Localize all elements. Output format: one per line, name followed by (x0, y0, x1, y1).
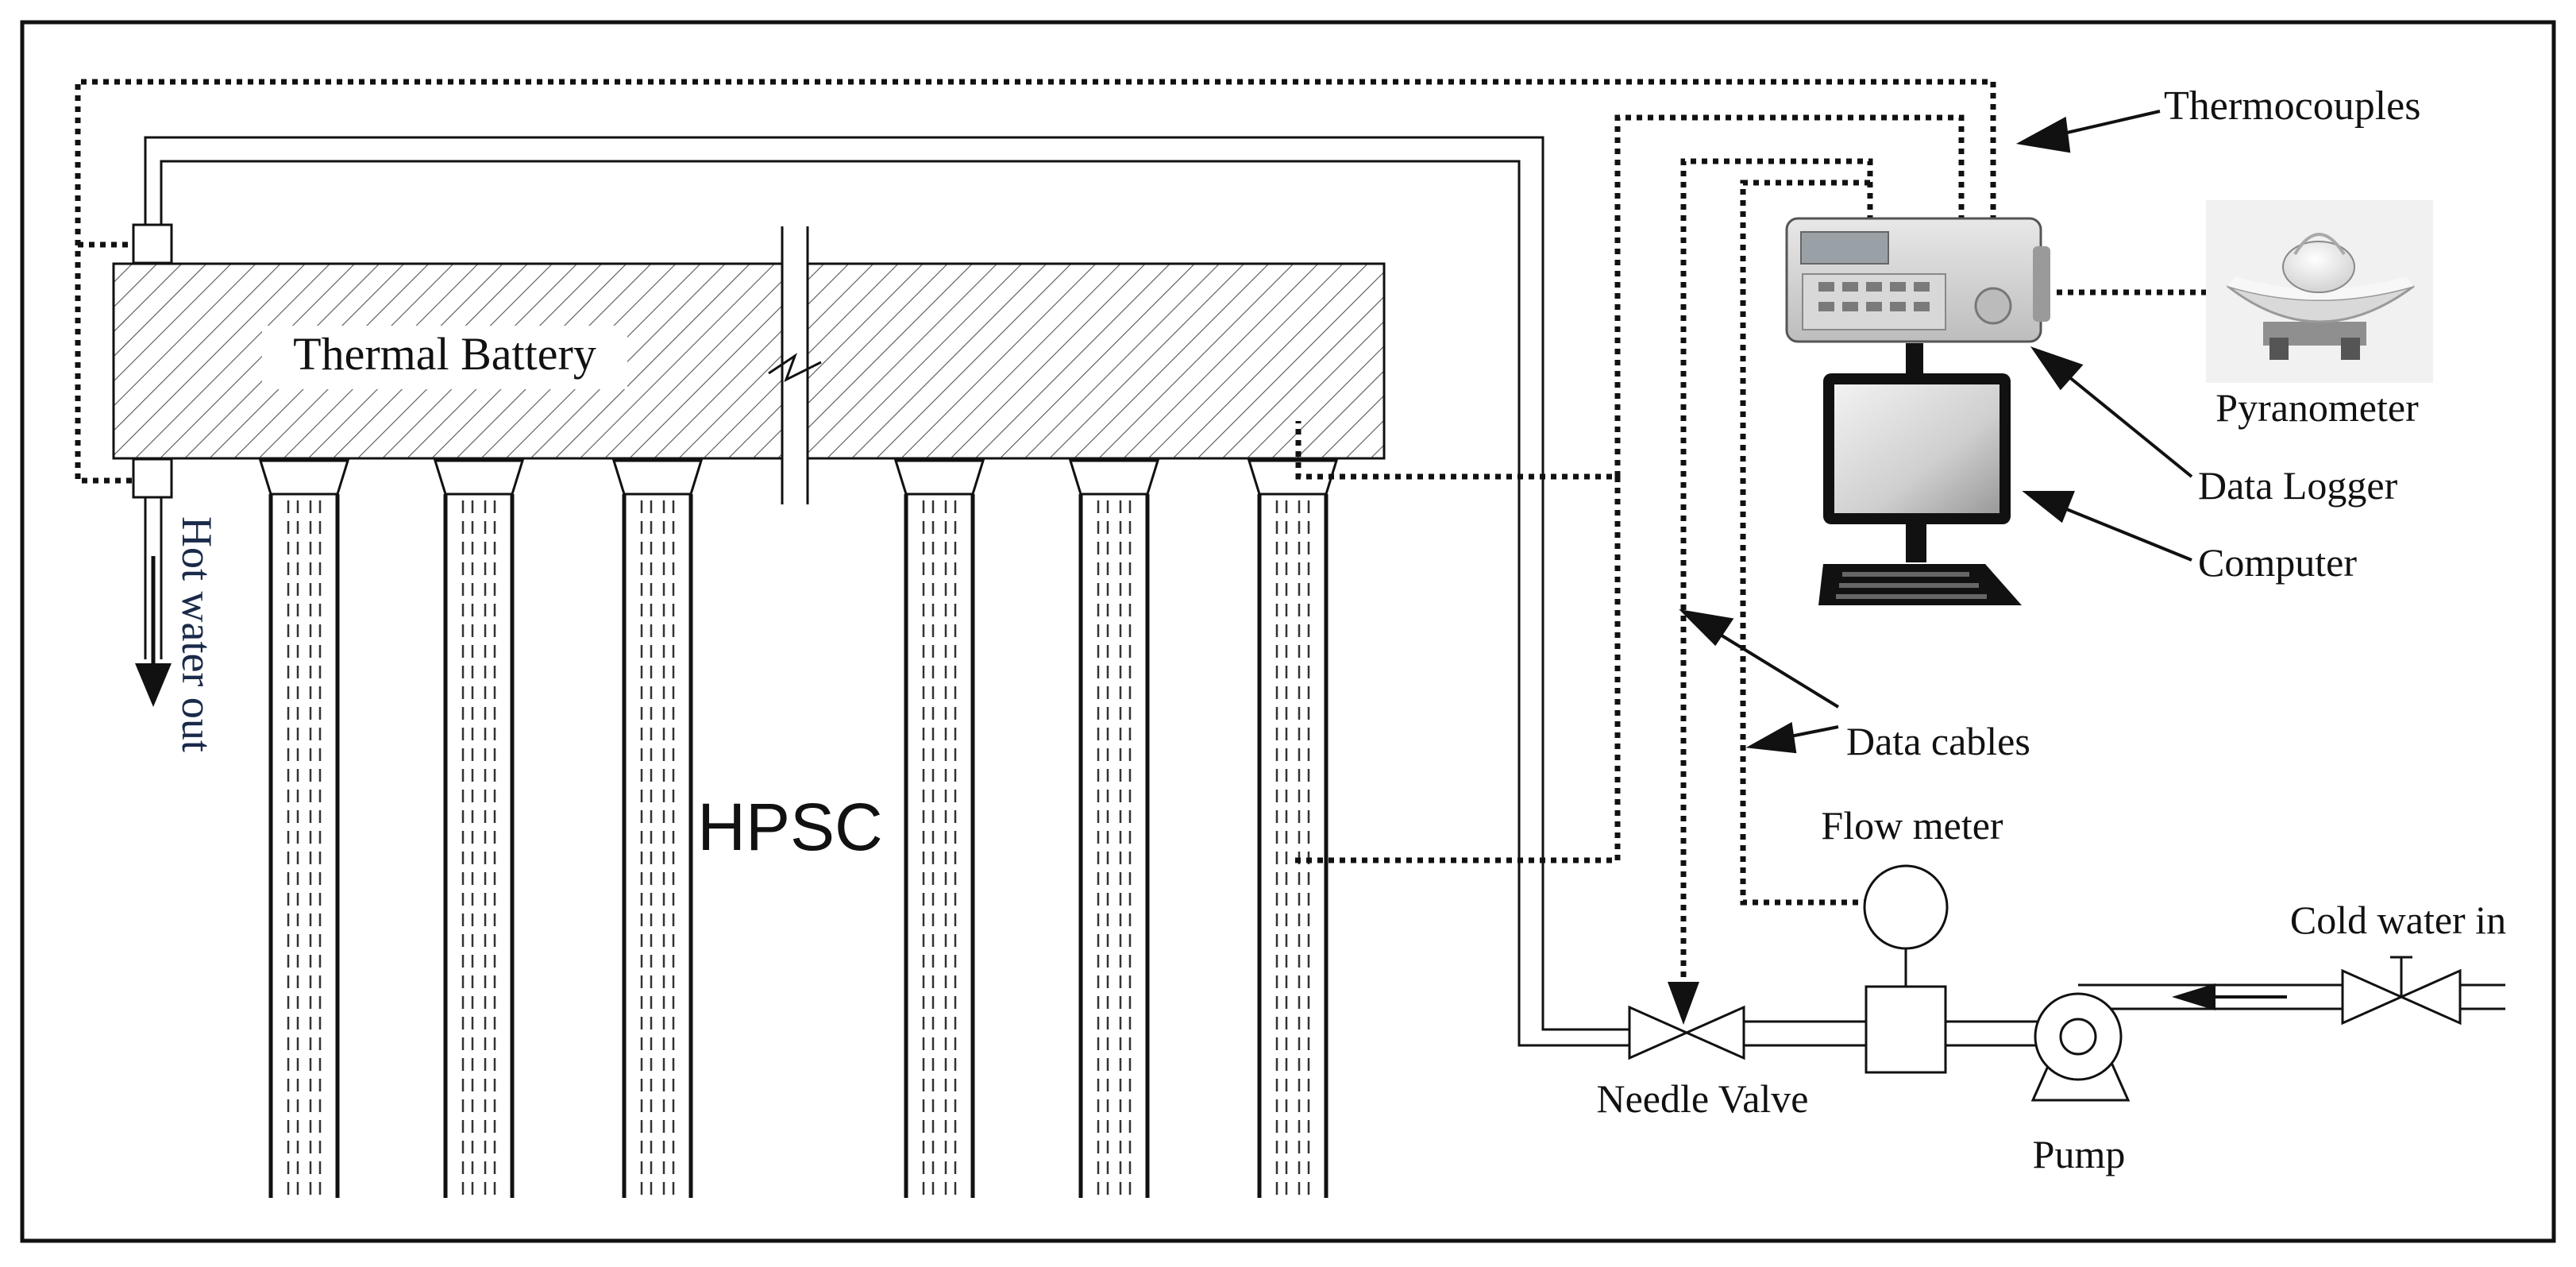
valve-cable-arrow (1668, 982, 1699, 1025)
cold-water-in-label: Cold water in (2290, 898, 2506, 942)
hot-water-arrow (135, 663, 172, 707)
heat-pipe-tube (1247, 459, 1339, 1198)
thermal-battery-label: Thermal Battery (293, 328, 596, 380)
inlet-valve (2341, 956, 2462, 1026)
pump (2030, 992, 2131, 1102)
pump-label: Pump (2033, 1132, 2126, 1176)
hpsc-label: HPSC (697, 790, 882, 864)
needle-valve-label: Needle Valve (1596, 1076, 1808, 1121)
heat-pipe-tube (258, 459, 350, 1198)
computer-label: Computer (2198, 540, 2357, 585)
figure-frame (20, 20, 2556, 1243)
cold-water-flow-arrow (2172, 983, 2287, 1010)
data-logger (1785, 217, 2050, 343)
pointer-arrows (1679, 110, 2193, 754)
flow-meter (1863, 864, 1949, 1074)
data-cables-label: Data cables (1846, 719, 2030, 763)
heat-pipe-tube (433, 459, 525, 1198)
hot-water-outlet: Hot water out (132, 223, 221, 752)
water-pipe-loop (144, 136, 2505, 1047)
thermal-battery-label-bg (262, 326, 627, 389)
heat-pipe-tube (1068, 459, 1160, 1198)
flow-meter-label: Flow meter (1821, 803, 2003, 848)
computer (1818, 343, 2022, 605)
data-logger-label: Data Logger (2198, 463, 2398, 508)
hpsc-label-bg (699, 790, 889, 870)
needle-valve (1628, 1005, 1745, 1060)
thermal-battery: Thermal Battery (112, 262, 1386, 460)
heat-pipe-tubes (258, 459, 1339, 1198)
pyranometer (2206, 200, 2433, 383)
heat-pipe-tube (611, 459, 704, 1198)
heat-pipe-tube (893, 459, 985, 1198)
hot-water-out-label: Hot water out (173, 516, 221, 752)
break-symbol (768, 226, 822, 504)
pyranometer-label: Pyranometer (2215, 385, 2419, 430)
thermocouples-label: Thermocouples (2164, 83, 2420, 129)
data-cables (75, 79, 2212, 982)
